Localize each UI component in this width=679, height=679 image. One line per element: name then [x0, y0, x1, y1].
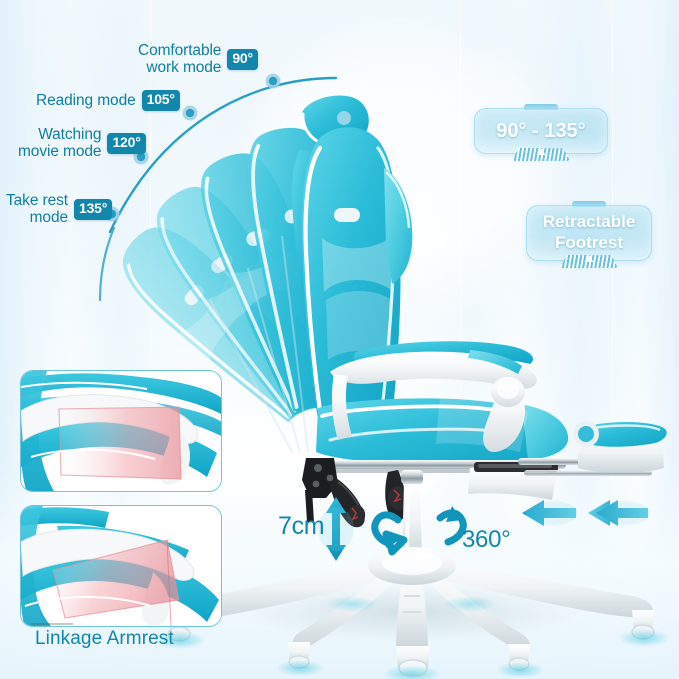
mode-label-watching-movie: Watching movie mode 120° — [18, 126, 146, 161]
mode-label-reading: Reading mode 105° — [36, 90, 180, 111]
angle-badge-105: 105° — [141, 90, 180, 111]
background-divider-right — [612, 0, 613, 679]
armrest-inset-top-art — [21, 371, 221, 491]
chair-base — [177, 547, 653, 651]
rotation-arrows — [371, 506, 467, 556]
badge-tab-icon — [572, 201, 606, 207]
background-divider-mid — [460, 0, 461, 679]
footrest-badge-line2: Footrest — [554, 233, 623, 252]
recline-range-text: 90° - 135° — [496, 119, 586, 142]
angle-badge-90: 90° — [227, 49, 258, 70]
armrest-inset-bottom-art — [21, 506, 221, 626]
mode-label-take-rest: Take rest mode 135° — [6, 192, 113, 227]
mode-label-line2: movie mode — [18, 143, 102, 161]
chair-main — [154, 95, 670, 679]
badge-tab-icon — [524, 104, 558, 110]
chair-casters — [167, 610, 655, 677]
footrest-badge-line1: Retractable — [542, 212, 636, 232]
badge-notch-icon — [584, 255, 594, 262]
backrest-ghost-90 — [248, 127, 356, 412]
badge-notch-icon — [536, 148, 546, 155]
mode-label-line1: Take rest — [6, 192, 68, 209]
armrest-inset-bottom — [20, 505, 222, 627]
swivel-label: 360° — [462, 526, 511, 553]
angle-badge-135: 135° — [74, 199, 113, 220]
mode-label-line2: work mode — [146, 59, 222, 77]
linkage-armrest-caption: Linkage Armrest — [35, 628, 174, 649]
background-glow — [250, 40, 550, 300]
mode-label-line1: Reading mode — [36, 91, 136, 109]
mode-label-comfortable-work: Comfortable work mode 90° — [138, 42, 258, 77]
recline-support-lines — [209, 235, 309, 453]
mode-label-line1: Watching — [38, 126, 102, 143]
recline-range-badge: 90° - 135° — [474, 104, 608, 161]
retractable-footrest-badge: Retractable Footrest — [526, 201, 652, 268]
mode-label-line1: Comfortable — [138, 42, 222, 59]
mode-label-line2: mode — [29, 209, 68, 227]
footrest-arrows — [522, 500, 650, 526]
armrest-inset-top — [20, 370, 222, 492]
angle-badge-120: 120° — [107, 133, 146, 154]
height-adjust-label: 7cm — [278, 512, 325, 540]
